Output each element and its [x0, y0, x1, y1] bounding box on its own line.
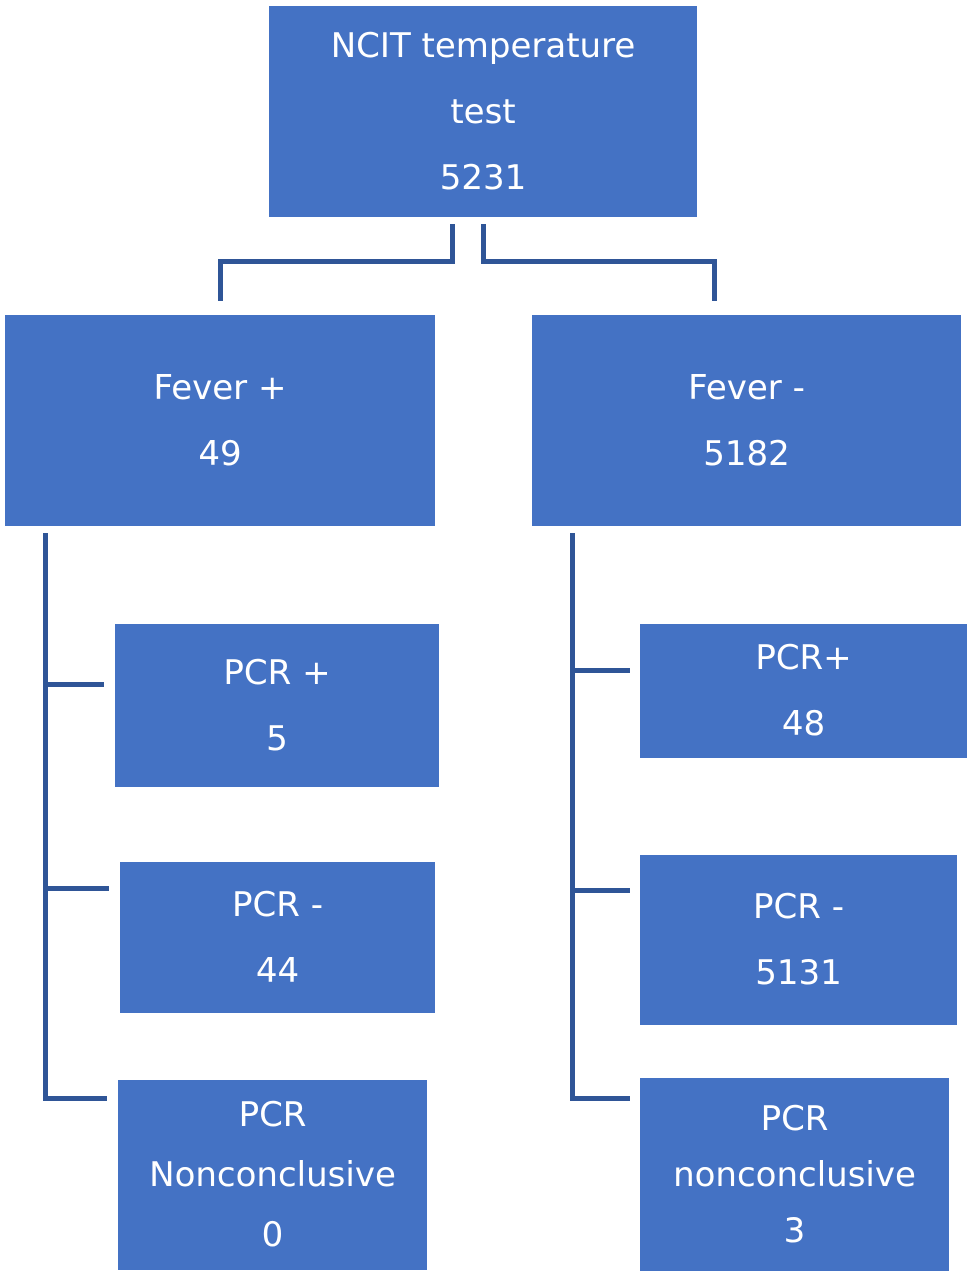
pcr-label: PCR -	[232, 884, 323, 925]
pcr-label-line2: Nonconclusive	[149, 1155, 396, 1195]
connector-left-branch-3	[43, 1096, 107, 1101]
pcr-count: 44	[255, 950, 300, 991]
root-title-line1: NCIT temperature	[330, 25, 636, 66]
pcr-count: 5	[266, 718, 288, 759]
connector-root-left-horizontal	[218, 259, 455, 264]
connector-left-branch-1	[43, 682, 104, 687]
fever-negative-pcr-negative-box: PCR - 5131	[640, 855, 957, 1025]
fever-negative-pcr-nonconclusive-box: PCR nonconclusive 3	[640, 1078, 949, 1271]
fever-negative-pcr-positive-box: PCR+ 48	[640, 624, 967, 758]
fever-negative-count: 5182	[703, 433, 790, 474]
fever-positive-label: Fever +	[153, 367, 287, 408]
connector-right-branch-1	[570, 668, 630, 673]
root-box: NCIT temperature test 5231	[269, 6, 697, 217]
pcr-label-line1: PCR	[760, 1098, 829, 1139]
root-count: 5231	[439, 157, 527, 198]
connector-root-left-vertical	[450, 224, 455, 264]
fever-positive-box: Fever + 49	[5, 315, 435, 526]
pcr-label-line1: PCR	[238, 1095, 307, 1135]
pcr-label-line2: nonconclusive	[673, 1154, 916, 1195]
fever-positive-pcr-nonconclusive-box: PCR Nonconclusive 0	[118, 1080, 427, 1270]
connector-right-branch-2	[570, 888, 630, 893]
connector-right-trunk	[570, 533, 575, 1101]
pcr-label: PCR+	[755, 638, 852, 678]
fever-negative-label: Fever -	[688, 367, 805, 408]
fever-positive-pcr-positive-box: PCR + 5	[115, 624, 439, 787]
fever-positive-pcr-negative-box: PCR - 44	[120, 862, 435, 1013]
fever-positive-count: 49	[198, 433, 242, 474]
connector-root-right-drop	[712, 259, 717, 301]
connector-root-right-horizontal	[481, 259, 717, 264]
connector-left-trunk	[43, 533, 48, 1101]
connector-root-left-drop	[218, 259, 223, 301]
root-title-line2: test	[450, 91, 516, 132]
connector-right-branch-3	[570, 1096, 630, 1101]
pcr-label: PCR +	[223, 652, 331, 693]
fever-negative-box: Fever - 5182	[532, 315, 961, 526]
pcr-count: 3	[783, 1210, 806, 1251]
connector-left-branch-2	[43, 886, 109, 891]
pcr-count: 5131	[755, 953, 842, 993]
pcr-label: PCR -	[753, 887, 844, 927]
pcr-count: 0	[261, 1215, 284, 1255]
connector-root-right-vertical	[481, 224, 486, 264]
pcr-count: 48	[781, 704, 826, 744]
